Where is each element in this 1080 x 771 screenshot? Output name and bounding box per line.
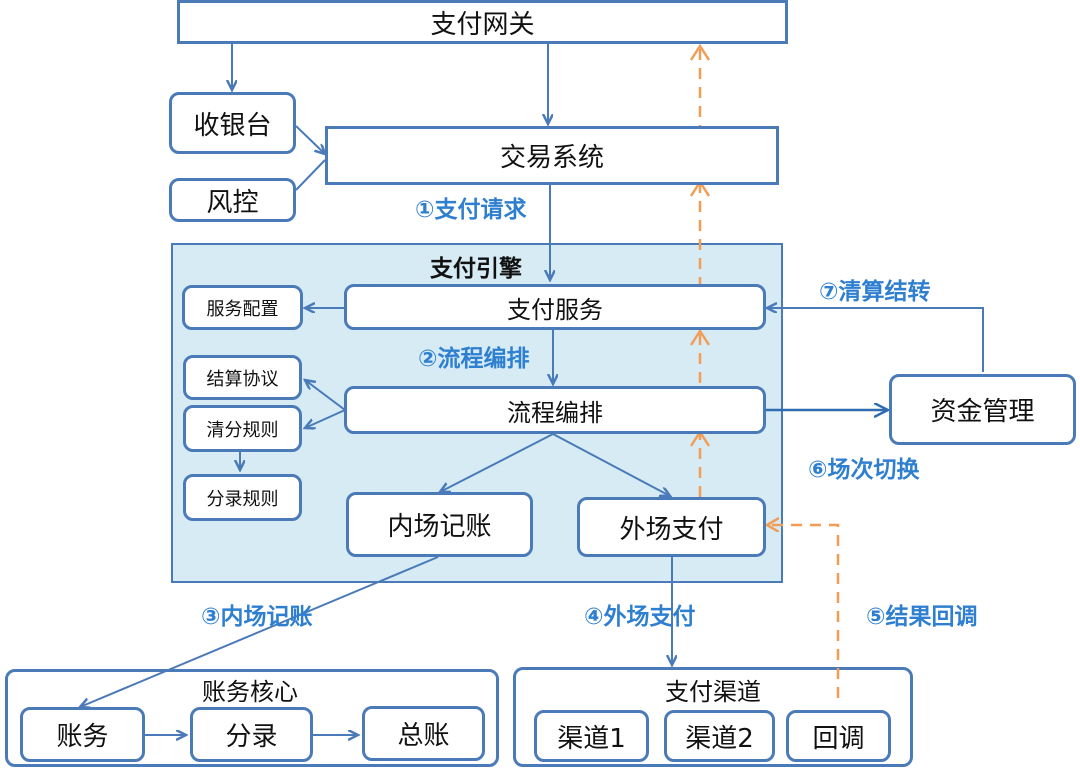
channel-1-box: 渠道1 [534,710,649,762]
step-4-label: ④外场支付 [584,604,696,630]
trade-system-box: 交易系统 [325,126,779,185]
step-3-label: ③内场记账 [201,604,313,630]
external-payment-box: 外场支付 [577,497,766,557]
ledger-account-box: 账务 [20,707,145,762]
arrow-internal-to-ledger [80,556,439,707]
arrow-fund-to-payservice [767,308,984,372]
arrow-flow-to-settle [305,380,346,411]
payment-service-box: 支付服务 [344,284,766,330]
step-2-label: ②流程编排 [418,346,530,372]
flow-orchestration-box: 流程编排 [344,386,766,434]
arrow-risk-to-trade [295,159,326,191]
internal-accounting-box: 内场记账 [346,492,533,557]
fund-management-box: 资金管理 [889,374,1076,445]
service-config-box: 服务配置 [182,285,303,330]
step-1-label: ①支付请求 [415,197,527,223]
step-5-label: ⑤结果回调 [866,604,978,630]
arrow-cashier-to-trade [295,125,325,154]
payment-gateway-box: 支付网关 [177,0,788,44]
payment-channel-title: 支付渠道 [665,678,761,706]
callback-arrowhead-payservice [689,328,711,346]
risk-control-box: 风控 [169,178,296,222]
arrow-flow-to-clearing [305,409,346,428]
general-ledger-box: 总账 [362,706,485,761]
callback-arrowhead-gateway [689,43,711,61]
ledger-entry-box: 分录 [190,707,313,762]
channel-2-box: 渠道2 [664,710,775,762]
callback-dashed-from-channel [767,525,840,698]
clearing-rules-box: 清分规则 [183,405,302,452]
entry-rules-box: 分录规则 [183,474,302,521]
payment-engine-title: 支付引擎 [430,256,522,282]
ledger-core-title: 账务核心 [202,678,298,706]
arrow-flow-to-internal [440,433,554,492]
arrow-flow-to-external [552,433,670,496]
callback-box: 回调 [786,710,891,762]
step-6-label: ⑥场次切换 [808,457,920,483]
step-7-label: ⑦清算结转 [819,279,931,305]
settlement-protocol-box: 结算协议 [183,355,302,400]
cashier-box: 收银台 [169,92,296,154]
